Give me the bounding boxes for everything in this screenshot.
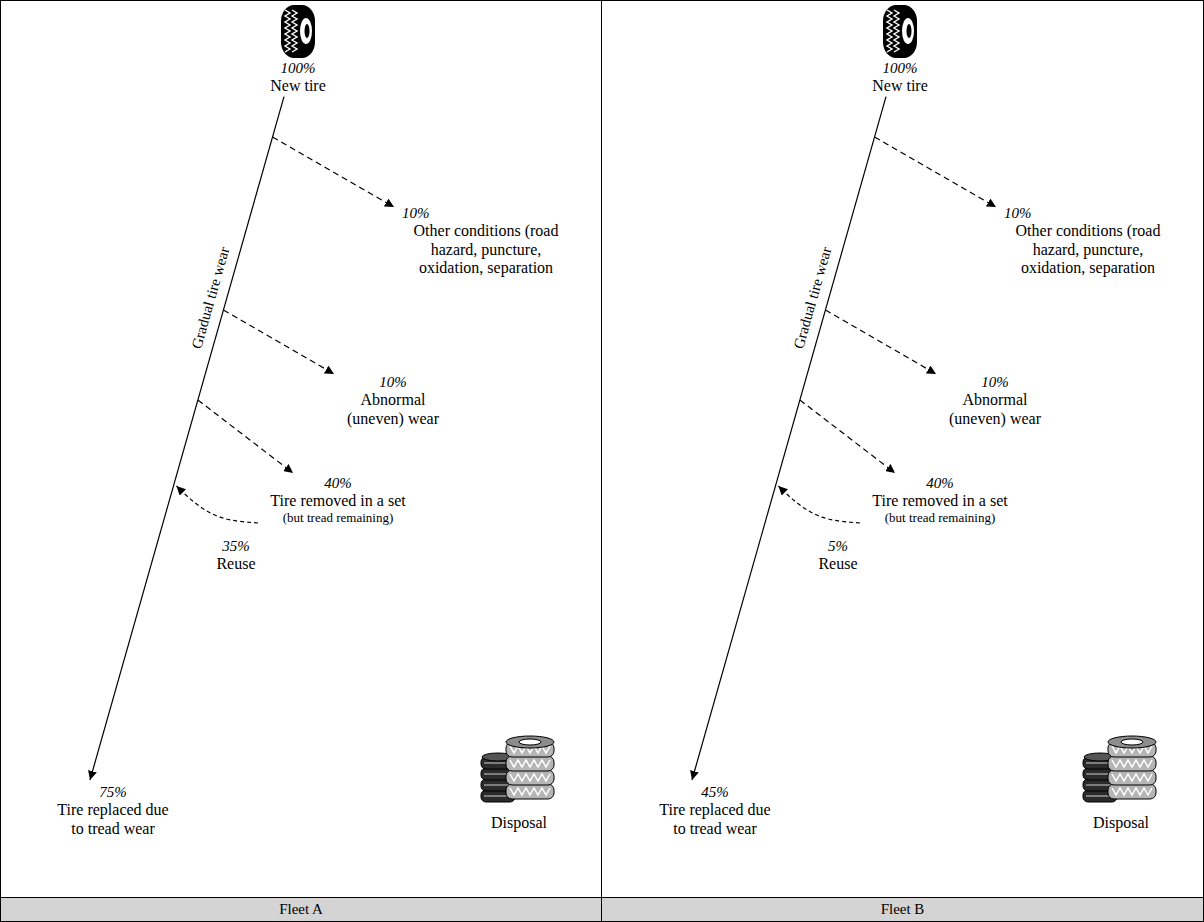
outcome-label: New tire [253, 77, 343, 95]
outcome-label: Tire removed in a set [855, 492, 1025, 510]
footer-band: Fleet A [1, 897, 601, 921]
percent-value: 75% [51, 784, 175, 801]
wear-arrow [692, 97, 886, 780]
reuse-label: 35% Reuse [210, 537, 262, 574]
panel-title: Fleet B [881, 901, 925, 917]
wear-arrow [90, 97, 284, 780]
percent-value: 45% [653, 784, 777, 801]
outcome-group: 10%Other conditions (road hazard, punctu… [1004, 205, 1172, 277]
outcome-label: Tire removed in a set [253, 492, 423, 510]
outcome-label: Disposal [474, 814, 564, 832]
fleet-panel: Fleet B100%New tire10%Other conditions (… [602, 0, 1204, 922]
dashed-arrow [223, 310, 334, 374]
disposal-group: Disposal [474, 814, 564, 832]
note-text: (but tread remaining) [855, 511, 1025, 526]
dashed-arrow [875, 137, 996, 207]
percent-value: 40% [253, 475, 423, 492]
outcome-label: Disposal [1076, 814, 1166, 832]
outcome-label: New tire [855, 77, 945, 95]
percent-value: 10% [1004, 205, 1172, 222]
outcome-group: 10%Abnormal (uneven) wear [940, 374, 1050, 428]
tire-pile-icon [1083, 736, 1156, 802]
tire-pile-icon [481, 736, 554, 802]
outcome-label: Other conditions (road hazard, puncture,… [402, 222, 570, 277]
outcome-group: 40%Tire removed in a set(but tread remai… [855, 475, 1025, 526]
start-state: 100%New tire [855, 60, 945, 96]
axis-label: Gradual tire wear [189, 245, 234, 351]
panel-title: Fleet A [279, 901, 323, 917]
outcome-label: Abnormal (uneven) wear [940, 391, 1050, 428]
tire-icon [883, 5, 917, 58]
outcome-label: Other conditions (road hazard, puncture,… [1004, 222, 1172, 277]
start-state: 100%New tire [253, 60, 343, 96]
footer-band: Fleet B [602, 897, 1203, 921]
percent-value: 100% [855, 60, 945, 77]
outcome-group: 10%Abnormal (uneven) wear [338, 374, 448, 428]
outcome-group: 10%Other conditions (road hazard, punctu… [402, 205, 570, 277]
dashed-arrow [176, 486, 258, 523]
dashed-arrow [825, 310, 936, 374]
outcome-label: Tire replaced due to tread wear [51, 801, 175, 838]
axis-label: Gradual tire wear [791, 245, 836, 351]
end-state: 45%Tire replaced due to tread wear [653, 784, 777, 838]
tire-icon [281, 5, 315, 58]
outcome-label: Tire replaced due to tread wear [653, 801, 777, 838]
dashed-arrow [778, 486, 860, 523]
percent-value: 10% [940, 374, 1050, 391]
percent-value: 40% [855, 475, 1025, 492]
disposal-group: Disposal [1076, 814, 1166, 832]
outcome-label: Abnormal (uneven) wear [338, 391, 448, 428]
reuse-label: 5% Reuse [812, 537, 864, 574]
note-text: (but tread remaining) [253, 511, 423, 526]
fleet-panel: Fleet A100%New tire10%Other conditions (… [0, 0, 602, 922]
dashed-arrow [800, 400, 895, 473]
percent-value: 100% [253, 60, 343, 77]
dashed-arrow [273, 137, 394, 207]
dashed-arrow [198, 400, 293, 473]
end-state: 75%Tire replaced due to tread wear [51, 784, 175, 838]
percent-value: 10% [338, 374, 448, 391]
percent-value: 10% [402, 205, 570, 222]
outcome-group: 40%Tire removed in a set(but tread remai… [253, 475, 423, 526]
